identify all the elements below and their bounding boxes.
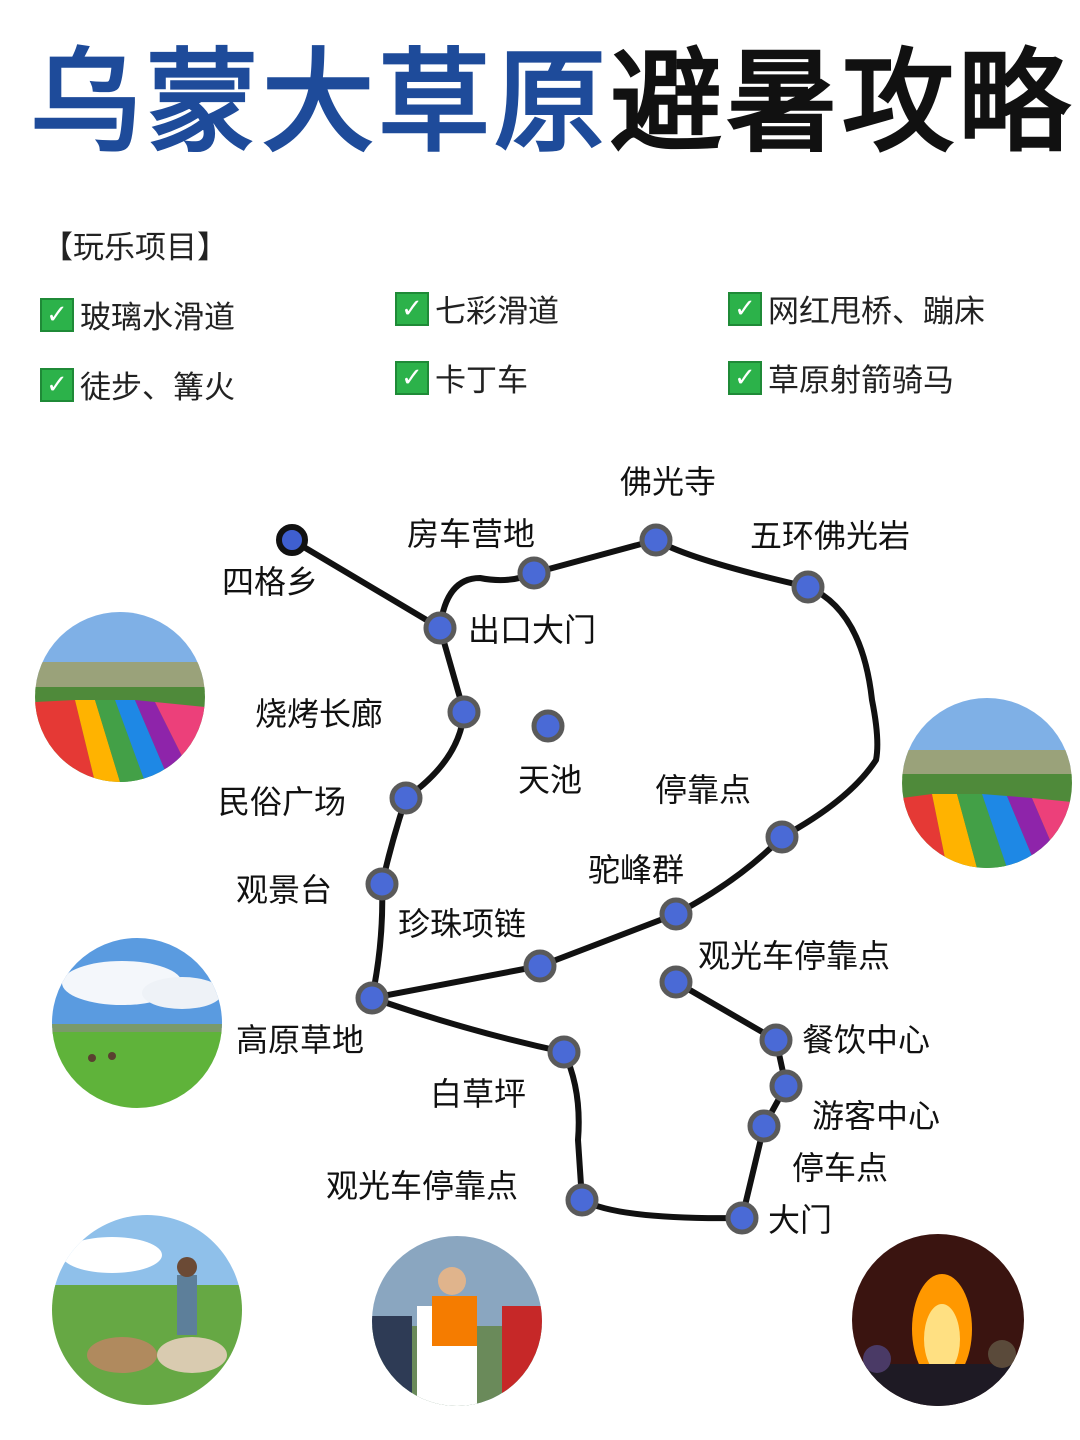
stop-marker-tianchi bbox=[531, 709, 565, 743]
stop-label-tingkao: 停靠点 bbox=[655, 771, 752, 809]
stop-label-guanguang2: 观光车停靠点 bbox=[326, 1167, 519, 1205]
stop-marker-damen bbox=[725, 1201, 759, 1235]
stop-label-shaokao: 烧烤长廊 bbox=[255, 695, 384, 733]
stop-marker-chukou bbox=[423, 611, 457, 645]
stop-label-gaoyuan: 高原草地 bbox=[236, 1021, 365, 1059]
stop-marker-youke bbox=[769, 1069, 803, 1103]
stop-label-damen: 大门 bbox=[768, 1201, 833, 1239]
activity-label: 玻璃水滑道 bbox=[80, 300, 235, 336]
activity-label: 网红甩桥、蹦床 bbox=[768, 294, 985, 330]
stop-label-guanjing: 观景台 bbox=[236, 871, 333, 909]
check-icon: ✓ bbox=[40, 367, 74, 402]
activity-item: ✓ 网红甩桥、蹦床 bbox=[728, 286, 985, 331]
route-line-entry bbox=[289, 537, 443, 631]
rainbow-slide-photo-right bbox=[902, 698, 1072, 868]
activities-heading: 【玩乐项目】 bbox=[42, 230, 228, 266]
stop-marker-guanjing bbox=[365, 867, 399, 901]
stop-label-tingche: 停车点 bbox=[792, 1149, 889, 1187]
stop-marker-tuofeng bbox=[659, 897, 693, 931]
title-part-blue: 乌蒙大草原 bbox=[30, 38, 610, 168]
stop-marker-wuhuan bbox=[791, 570, 825, 604]
route-line-loop bbox=[369, 537, 881, 1001]
stop-label-guanguang1: 观光车停靠点 bbox=[698, 937, 891, 975]
stop-label-wuhuan: 五环佛光岩 bbox=[750, 517, 911, 555]
activity-label: 卡丁车 bbox=[435, 363, 528, 399]
stop-marker-tingche bbox=[747, 1109, 781, 1143]
stop-label-zhenzhu: 珍珠项链 bbox=[398, 905, 527, 943]
stop-label-foguangsi: 佛光寺 bbox=[620, 463, 717, 501]
title-part-black: 避暑攻略 bbox=[610, 38, 1074, 168]
activity-label: 徒步、篝火 bbox=[80, 370, 235, 406]
stop-marker-guanguang1 bbox=[659, 965, 693, 999]
activity-label: 草原射箭骑马 bbox=[768, 363, 954, 399]
stop-marker-baicao bbox=[547, 1035, 581, 1069]
check-icon: ✓ bbox=[395, 291, 429, 326]
horse-riding-photo bbox=[52, 1215, 242, 1405]
stop-label-canyin: 餐饮中心 bbox=[802, 1021, 931, 1059]
stop-marker-guanguang2 bbox=[565, 1183, 599, 1217]
bonfire-photo bbox=[852, 1234, 1024, 1406]
stop-label-fangche: 房车营地 bbox=[407, 515, 536, 553]
activity-item: ✓ 徒步、篝火 bbox=[40, 362, 235, 407]
check-icon: ✓ bbox=[395, 360, 429, 395]
stop-label-baicao: 白草坪 bbox=[430, 1075, 527, 1113]
stop-label-tianchi: 天池 bbox=[518, 761, 583, 799]
activity-item: ✓ 草原射箭骑马 bbox=[728, 355, 954, 400]
activity-label: 七彩滑道 bbox=[435, 294, 559, 330]
check-icon: ✓ bbox=[728, 360, 762, 395]
archery-photo bbox=[372, 1236, 542, 1406]
check-icon: ✓ bbox=[728, 291, 762, 326]
stop-label-minsu: 民俗广场 bbox=[218, 783, 347, 821]
stop-marker-tingkao bbox=[765, 820, 799, 854]
stop-marker-fangche bbox=[517, 556, 551, 590]
page-title: 乌蒙大草原避暑攻略 bbox=[30, 28, 1070, 178]
stop-label-chukou: 出口大门 bbox=[468, 611, 597, 649]
stop-label-tuofeng: 驼峰群 bbox=[588, 851, 685, 889]
activity-item: ✓ 玻璃水滑道 bbox=[40, 292, 235, 337]
stop-marker-gaoyuan bbox=[355, 981, 389, 1015]
stop-marker-sigexiang bbox=[276, 524, 308, 556]
stop-label-sigexiang: 四格乡 bbox=[222, 563, 319, 601]
rainbow-slide-photo bbox=[35, 612, 205, 782]
stop-marker-minsu bbox=[389, 781, 423, 815]
stop-label-youke: 游客中心 bbox=[812, 1097, 941, 1135]
route-line-lower bbox=[369, 979, 789, 1222]
stop-marker-foguangsi bbox=[639, 523, 673, 557]
activity-item: ✓ 卡丁车 bbox=[395, 355, 528, 400]
stop-marker-zhenzhu bbox=[523, 949, 557, 983]
check-icon: ✓ bbox=[40, 297, 74, 332]
activity-item: ✓ 七彩滑道 bbox=[395, 286, 559, 331]
stop-marker-canyin bbox=[759, 1023, 793, 1057]
stop-marker-shaokao bbox=[447, 695, 481, 729]
grassland-sky-photo bbox=[52, 938, 222, 1108]
